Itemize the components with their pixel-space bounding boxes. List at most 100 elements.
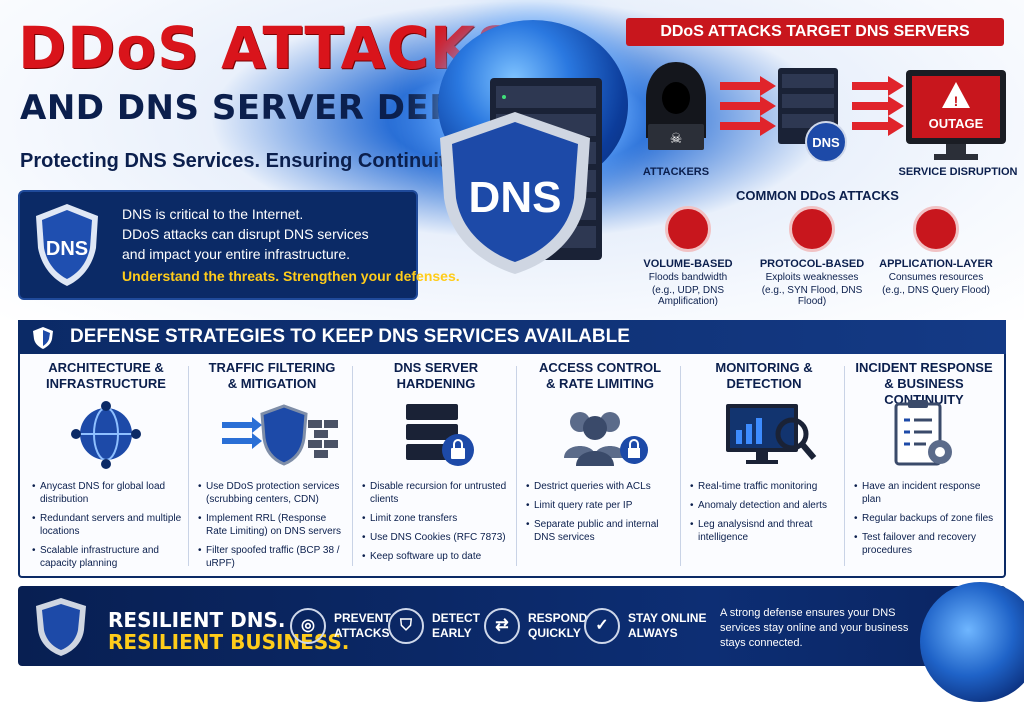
list-item: Disable recursion for untrusted clients bbox=[362, 480, 514, 506]
column-divider bbox=[352, 366, 353, 566]
attack-type-application: APPLICATION-LAYER Consumes resources (e.… bbox=[876, 206, 996, 296]
label-text: STAY ONLINE bbox=[628, 611, 707, 625]
defense-column: MONITORING &DETECTION Real-time traffic … bbox=[682, 360, 846, 572]
list-item: Anomaly detection and alerts bbox=[690, 499, 842, 512]
label-text: INFRASTRUCTURE bbox=[46, 376, 166, 391]
list-item: Use DDoS protection services (scrubbing … bbox=[198, 480, 350, 506]
outage-arrows-icon bbox=[852, 76, 904, 136]
attack-type-desc: Consumes resources bbox=[888, 272, 984, 283]
intro-line: DDoS attacks can disrupt DNS services bbox=[122, 226, 369, 242]
list-item: Filter spoofed traffic (BCP 38 / uRPF) bbox=[198, 544, 350, 570]
label-text: TRAFFIC FILTERING bbox=[208, 360, 336, 375]
list-item: Redundant servers and multiple locations bbox=[32, 512, 184, 538]
monitor-magnifier-icon bbox=[714, 400, 817, 470]
big-dns-shield-icon: DNS bbox=[440, 112, 590, 274]
folder-warning-icon bbox=[789, 206, 835, 252]
hacker-icon: ☠ bbox=[646, 62, 706, 150]
list-item: Keep software up to date bbox=[362, 550, 514, 563]
shield-icon bbox=[36, 598, 86, 656]
attack-type-name: VOLUME-BASED bbox=[643, 258, 733, 270]
locked-server-icon bbox=[386, 400, 486, 470]
defense-column: ARCHITECTURE &INFRASTRUCTURE Anycast DNS… bbox=[24, 360, 188, 572]
attack-type-example: (e.g., SYN Flood, DNS Flood) bbox=[761, 285, 863, 307]
attack-type-example: (e.g., DNS Query Flood) bbox=[882, 285, 990, 296]
dns-shield-label: DNS bbox=[46, 238, 88, 260]
attack-type-name: APPLICATION-LAYER bbox=[879, 258, 993, 270]
column-divider bbox=[188, 366, 189, 566]
column-title: MONITORING &DETECTION bbox=[682, 360, 846, 394]
label-text: DETECTION bbox=[726, 376, 802, 391]
network-globe-icon bbox=[56, 400, 156, 470]
column-title: ACCESS CONTROL& RATE LIMITING bbox=[518, 360, 682, 394]
list-item: Leg analysisnd and threat intelligence bbox=[690, 518, 842, 544]
label-text: RESPOND bbox=[528, 611, 588, 625]
shield-icon bbox=[33, 327, 53, 349]
pulse-icon bbox=[665, 206, 711, 252]
attack-type-example: (e.g., UDP, DNS Amplification) bbox=[651, 285, 725, 307]
firewall-shield-icon bbox=[222, 400, 338, 470]
list-item: Use DNS Cookies (RFC 7873) bbox=[362, 531, 514, 544]
attack-type-desc: Exploits weaknesses bbox=[765, 272, 859, 283]
intro-line: DNS is critical to the Internet. bbox=[122, 206, 304, 222]
globe-icon bbox=[920, 582, 1024, 702]
users-lock-icon bbox=[550, 400, 650, 470]
list-item: Limit query rate per IP bbox=[526, 499, 678, 512]
intro-highlight: Understand the threats. Strengthen your … bbox=[122, 268, 460, 284]
defense-column: TRAFFIC FILTERING& MITIGATION Use DDoS p… bbox=[190, 360, 354, 572]
column-divider bbox=[844, 366, 845, 566]
attack-arrows-icon bbox=[720, 76, 776, 136]
outage-monitor-icon: ! OUTAGE bbox=[906, 70, 1006, 160]
attack-type-desc: Floods bandwidth bbox=[648, 272, 728, 283]
target-icon: ◎ bbox=[290, 608, 326, 644]
list-item: Real-time traffic monitoring bbox=[690, 480, 842, 493]
label-text: DETECT bbox=[432, 611, 480, 625]
column-title: INCIDENT RESPONSE& BUSINESS CONTINUITY bbox=[846, 360, 1002, 407]
svg-text:!: ! bbox=[954, 93, 959, 109]
defense-column: ACCESS CONTROL& RATE LIMITING Destrict q… bbox=[518, 360, 682, 572]
main-title: DDoS ATTACKS bbox=[18, 14, 519, 82]
list-item: Regular backups of zone files bbox=[854, 512, 998, 525]
checklist-gear-icon bbox=[874, 400, 974, 470]
server-stack-icon bbox=[913, 206, 959, 252]
common-attacks-title: COMMON DDoS ATTACKS bbox=[736, 188, 899, 203]
label-text: HARDENING bbox=[396, 376, 476, 391]
intro-line: and impact your entire infrastructure. bbox=[122, 246, 350, 262]
list-item: Have an incident response plan bbox=[854, 480, 998, 506]
target-server-icon: DNS bbox=[778, 68, 847, 162]
list-item: Scalable infrastructure and capacity pla… bbox=[32, 544, 184, 570]
label-text: PREVENT bbox=[334, 611, 391, 625]
column-title: TRAFFIC FILTERING& MITIGATION bbox=[190, 360, 354, 394]
defense-header: DEFENSE STRATEGIES TO KEEP DNS SERVICES … bbox=[18, 320, 1006, 354]
list-item: Limit zone transfers bbox=[362, 512, 514, 525]
shield-icon: ⛉ bbox=[388, 608, 424, 644]
footer-note: A strong defense ensures your DNS servic… bbox=[720, 607, 909, 649]
check-icon: ✓ bbox=[584, 608, 620, 644]
arrows-icon: ⇄ bbox=[484, 608, 520, 644]
big-shield-label: DNS bbox=[469, 173, 562, 222]
tagline: Protecting DNS Services. Ensuring Contin… bbox=[20, 150, 461, 172]
label-text: MONITORING & bbox=[715, 360, 813, 375]
label-text: & RATE LIMITING bbox=[545, 376, 655, 391]
list-item: Separate public and internal DNS service… bbox=[526, 518, 678, 544]
attack-banner: DDoS ATTACKS TARGET DNS SERVERS bbox=[626, 18, 1004, 46]
defense-column: INCIDENT RESPONSE& BUSINESS CONTINUITY H… bbox=[846, 360, 1002, 572]
label-text: ACCESS CONTROL bbox=[538, 360, 662, 375]
column-divider bbox=[516, 366, 517, 566]
label-text: ATTACKS bbox=[334, 626, 390, 640]
list-item: Anycast DNS for global load distribution bbox=[32, 480, 184, 506]
server-badge: DNS bbox=[812, 135, 840, 150]
dns-shield-icon: DNS bbox=[36, 204, 98, 286]
attack-type-protocol: PROTOCOL-BASED Exploits weaknesses (e.g.… bbox=[752, 206, 872, 307]
label-text: QUICKLY bbox=[528, 626, 581, 640]
svg-text:☠: ☠ bbox=[670, 130, 683, 146]
label-text: ALWAYS bbox=[628, 626, 678, 640]
column-divider bbox=[680, 366, 681, 566]
